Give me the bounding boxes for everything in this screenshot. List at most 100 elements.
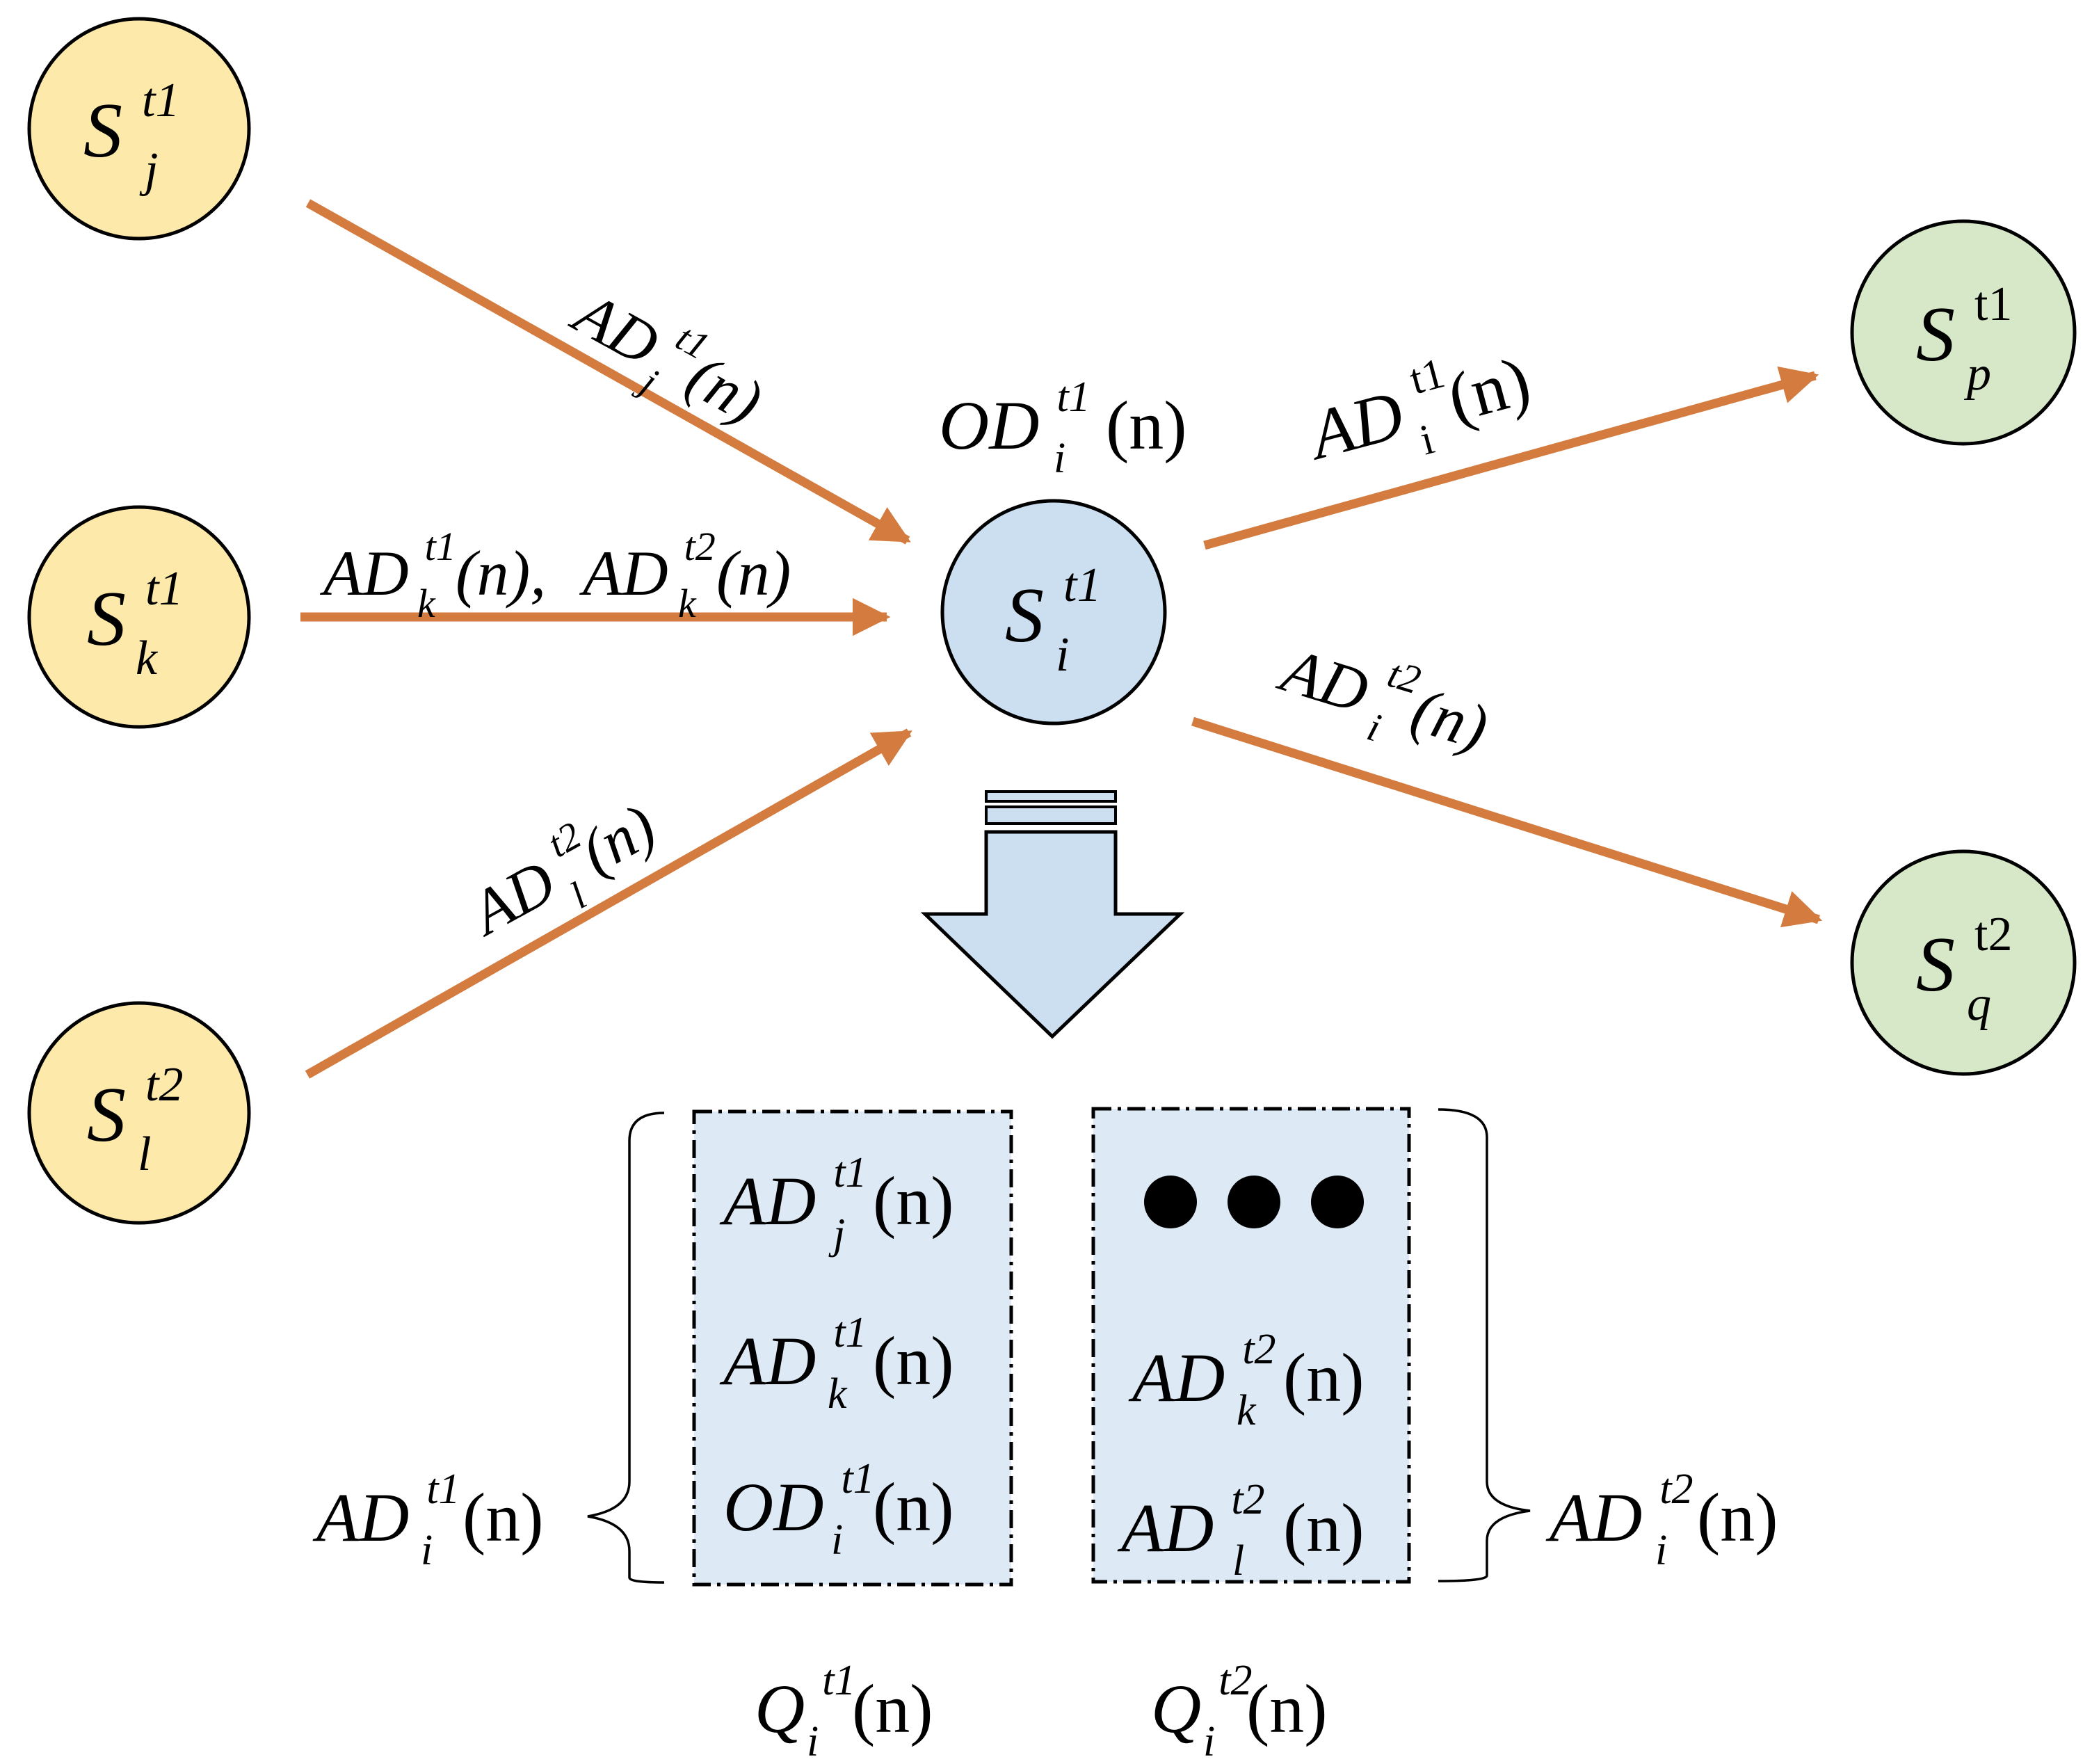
label-k-sup: t1 bbox=[425, 524, 456, 569]
label-edge-j-to-i: AD t1 j (n) bbox=[549, 248, 789, 456]
node-s-j: S t1 j bbox=[27, 17, 251, 241]
caption-left-base: Q bbox=[755, 1670, 805, 1747]
node-s-q: S t2 q bbox=[1850, 849, 2077, 1076]
qright-item1-sub: k bbox=[1237, 1387, 1257, 1434]
queue-right: AD t2 k (n) AD t2 l (n) bbox=[1091, 1107, 1411, 1590]
brace-left-sup: t1 bbox=[426, 1466, 460, 1513]
caption-queue-left: Q t1 i (n) bbox=[755, 1633, 933, 1764]
svg-text:AD t2 l (n): AD t2 l (n) bbox=[1117, 1452, 1365, 1590]
svg-text:AD t1 k (n): AD t1 k (n) bbox=[719, 1285, 954, 1423]
node-s-p-base: S bbox=[1916, 291, 1955, 378]
node-s-i-sub: i bbox=[1056, 628, 1069, 682]
edge-j-to-i bbox=[305, 199, 911, 545]
qleft-item2-sub: k bbox=[828, 1370, 848, 1418]
label-k-sub2: k bbox=[678, 581, 697, 626]
brace-left-base: AD bbox=[312, 1479, 409, 1556]
node-s-p-sup: t1 bbox=[1974, 278, 2012, 331]
caption-left-sup: t1 bbox=[822, 1657, 855, 1704]
node-s-i: S t1 i bbox=[940, 499, 1167, 725]
edge-i-to-p bbox=[1203, 366, 1819, 550]
node-s-i-circle bbox=[940, 499, 1167, 725]
svg-text:AD t1 i (n): AD t1 i (n) bbox=[1288, 305, 1544, 498]
caption-left-arg: (n) bbox=[852, 1670, 933, 1747]
qleft-item1-arg: (n) bbox=[873, 1162, 954, 1240]
svg-text:AD t1 i (n): AD t1 i (n) bbox=[312, 1441, 544, 1580]
node-s-l-circle bbox=[27, 1001, 251, 1225]
node-s-l-sub: l bbox=[138, 1128, 151, 1181]
label-p-base: AD bbox=[1298, 376, 1411, 475]
label-edge-k-to-i: AD t1 k (n), AD t2 k (n) bbox=[319, 524, 791, 626]
node-s-i-base: S bbox=[1005, 572, 1044, 659]
svg-text:AD t1 j (n): AD t1 j (n) bbox=[549, 248, 789, 456]
node-s-k: S t1 k bbox=[27, 505, 251, 729]
label-k-sub: k bbox=[417, 581, 436, 626]
node-s-q-sub: q bbox=[1967, 977, 1991, 1031]
qleft-item2-sup: t1 bbox=[833, 1309, 867, 1356]
svg-text:S t1 i: S t1 i bbox=[1005, 532, 1120, 682]
svg-text:S t2 q: S t2 q bbox=[1916, 881, 2031, 1031]
label-q-sub: i bbox=[1362, 704, 1386, 751]
svg-text:AD t2 i (n): AD t2 i (n) bbox=[1545, 1441, 1778, 1580]
qleft-item1-base: AD bbox=[719, 1162, 816, 1240]
node-s-k-sub: k bbox=[136, 632, 159, 685]
node-s-k-sup: t1 bbox=[145, 562, 183, 616]
label-p-arg: (n) bbox=[1440, 342, 1538, 437]
label-od-base: OD bbox=[939, 387, 1039, 464]
label-q-base: AD bbox=[1270, 633, 1376, 727]
edge-i-to-q bbox=[1191, 716, 1823, 928]
caption-left-sub: i bbox=[807, 1718, 819, 1764]
svg-text:Q t2 i (n): Q t2 i (n) bbox=[1151, 1633, 1328, 1764]
svg-text:AD t1 j (n): AD t1 j (n) bbox=[719, 1125, 954, 1263]
qright-item2-sup: t2 bbox=[1231, 1476, 1264, 1523]
qleft-item3-arg: (n) bbox=[873, 1468, 954, 1546]
svg-text:AD t2 k (n): AD t2 k (n) bbox=[1128, 1301, 1365, 1440]
node-s-q-sup: t2 bbox=[1974, 908, 2012, 961]
label-od-sub: i bbox=[1054, 435, 1065, 482]
node-s-j-circle bbox=[27, 17, 251, 241]
svg-text:AD t2 l (n): AD t2 l (n) bbox=[441, 762, 677, 969]
node-s-l: S t2 l bbox=[27, 1001, 251, 1225]
label-k-base: AD bbox=[319, 538, 409, 609]
caption-right-base: Q bbox=[1151, 1670, 1201, 1747]
caption-queue-right: Q t2 i (n) bbox=[1151, 1633, 1328, 1764]
label-k-base2: AD bbox=[579, 538, 668, 609]
node-s-j-sup: t1 bbox=[142, 74, 179, 127]
label-q-arg: (n) bbox=[1404, 674, 1496, 764]
label-l-sub: l bbox=[563, 874, 594, 917]
svg-text:S t2 l: S t2 l bbox=[87, 1032, 202, 1181]
svg-text:OD t1 i (n): OD t1 i (n) bbox=[723, 1431, 954, 1569]
label-edge-l-to-i: AD t2 l (n) bbox=[441, 762, 677, 969]
qleft-item2-arg: (n) bbox=[873, 1322, 954, 1400]
qright-item1-sup: t2 bbox=[1242, 1326, 1276, 1373]
qleft-item3-sup: t1 bbox=[841, 1455, 874, 1502]
svg-text:S t1 p: S t1 p bbox=[1916, 251, 2031, 401]
caption-right-arg: (n) bbox=[1246, 1670, 1328, 1747]
queue-left-box bbox=[692, 1109, 1013, 1587]
qright-item2-sub: l bbox=[1232, 1537, 1244, 1585]
svg-text:S t1 j: S t1 j bbox=[83, 47, 199, 197]
node-s-p-circle bbox=[1850, 219, 2077, 446]
caption-right-sub: i bbox=[1203, 1718, 1215, 1764]
svg-text:OD t1 i (n): OD t1 i (n) bbox=[939, 349, 1187, 488]
label-p-sub: i bbox=[1415, 415, 1439, 464]
node-s-i-sup: t1 bbox=[1063, 559, 1101, 612]
node-s-q-base: S bbox=[1916, 922, 1955, 1008]
brace-left-arg: (n) bbox=[462, 1479, 544, 1556]
brace-right-base: AD bbox=[1545, 1479, 1642, 1556]
qright-item2-arg: (n) bbox=[1283, 1489, 1365, 1566]
brace-left-sub: i bbox=[421, 1527, 433, 1574]
brace-label-right: AD t2 i (n) bbox=[1545, 1441, 1778, 1580]
queue-left: AD t1 j (n) AD t1 k (n) OD t1 i (n) bbox=[692, 1109, 1013, 1587]
label-k-sup2: t2 bbox=[684, 524, 716, 569]
node-s-k-circle bbox=[27, 505, 251, 729]
node-s-p-sub: p bbox=[1963, 347, 1991, 401]
brace-right-arg: (n) bbox=[1697, 1479, 1778, 1556]
right-brace bbox=[1438, 1108, 1531, 1582]
edge-l-to-i bbox=[305, 728, 912, 1079]
svg-text:Q t1 i (n): Q t1 i (n) bbox=[755, 1633, 933, 1764]
svg-text:S t1 k: S t1 k bbox=[87, 536, 202, 685]
left-brace bbox=[587, 1112, 665, 1584]
label-edge-i-to-p: AD t1 i (n) bbox=[1288, 305, 1544, 498]
down-arrow-icon bbox=[920, 790, 1185, 1039]
qright-item1-arg: (n) bbox=[1283, 1339, 1365, 1416]
